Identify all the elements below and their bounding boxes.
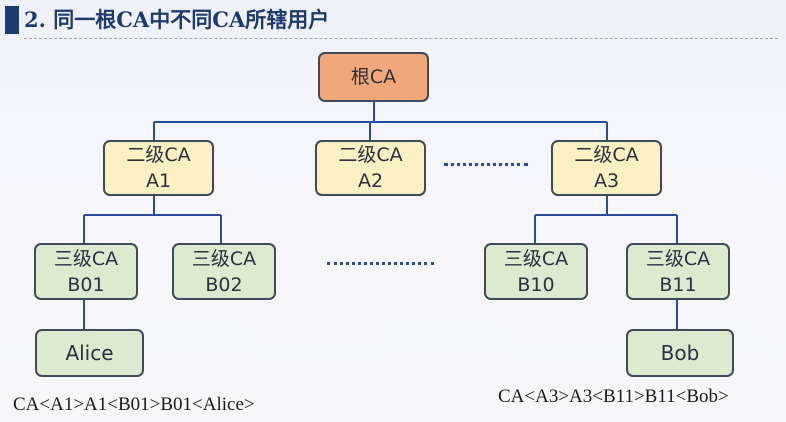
level3-ca-b01-line2: B01 xyxy=(67,273,105,296)
level3-ca-b01-line1: 三级CA xyxy=(53,247,119,270)
level2-ca-a2-line2: A2 xyxy=(357,170,384,192)
user-bob-node: Bob xyxy=(626,329,734,377)
page-title: 2. 同一根CA中不同CA所辖用户 xyxy=(24,7,330,32)
level2-ellipsis xyxy=(444,163,528,166)
level3-ca-b10-line2: B10 xyxy=(517,273,555,296)
level3-ca-b02-node: 三级CA B02 xyxy=(172,243,276,300)
level3-ca-b02-line1: 三级CA xyxy=(191,247,257,270)
level3-ca-b02-line2: B02 xyxy=(205,273,243,296)
title-accent-bar xyxy=(5,6,19,34)
level2-ca-a2-node: 二级CA A2 xyxy=(315,140,426,196)
level3-ca-b11-line1: 三级CA xyxy=(645,247,711,270)
level2-ca-a1-line1: 二级CA xyxy=(126,144,191,166)
level2-ca-a1-node: 二级CA A1 xyxy=(103,140,214,196)
level3-ellipsis xyxy=(327,262,434,265)
level2-ca-a3-node: 二级CA A3 xyxy=(551,140,662,196)
level2-ca-a1-line2: A1 xyxy=(145,170,172,192)
level3-ca-b10-node: 三级CA B10 xyxy=(484,243,588,300)
level2-ca-a3-line2: A3 xyxy=(593,170,620,192)
root-ca-node: 根CA xyxy=(318,52,429,102)
level2-ca-a3-line1: 二级CA xyxy=(574,144,639,166)
level3-ca-b11-line2: B11 xyxy=(659,273,697,296)
user-alice-node: Alice xyxy=(35,329,144,377)
user-bob-label: Bob xyxy=(660,341,700,365)
certificate-path-alice: CA<A1>A1<B01>B01<Alice> xyxy=(13,394,255,415)
level3-ca-b11-node: 三级CA B11 xyxy=(626,243,730,300)
certificate-path-bob: CA<A3>A3<B11>B11<Bob> xyxy=(498,386,729,407)
root-ca-label: 根CA xyxy=(350,66,397,88)
user-alice-label: Alice xyxy=(65,341,114,365)
level2-ca-a2-line1: 二级CA xyxy=(338,144,403,166)
level3-ca-b01-node: 三级CA B01 xyxy=(34,243,138,300)
title-divider xyxy=(24,38,778,39)
level3-ca-b10-line1: 三级CA xyxy=(503,247,569,270)
